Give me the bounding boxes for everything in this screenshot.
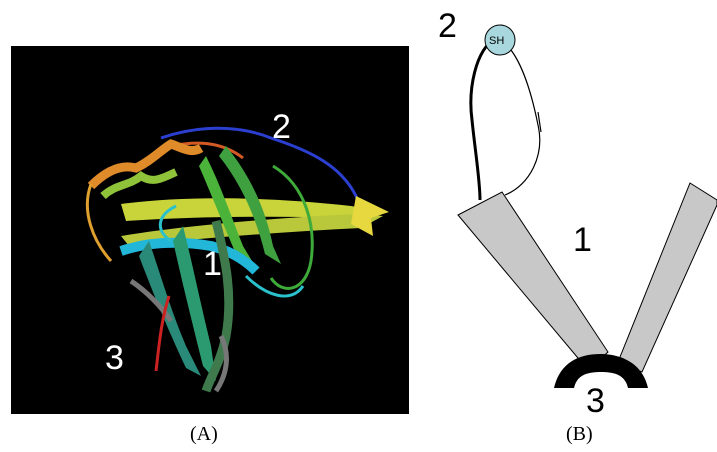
schematic-panel: SH 2 1 3	[420, 0, 717, 420]
sh-circle	[484, 24, 516, 56]
green-strand-2	[219, 146, 281, 264]
grey-segment	[129, 278, 229, 393]
sh-label: SH	[489, 35, 504, 47]
tether-thin	[497, 37, 541, 196]
label-3: 3	[586, 382, 605, 420]
cyan-strand	[119, 237, 260, 275]
cyan-loop	[158, 204, 305, 298]
upper-helix	[87, 139, 204, 190]
teal-strand-1	[139, 241, 201, 376]
green-strand-1	[199, 156, 255, 266]
label-1: 1	[573, 221, 592, 259]
yellow-arrow	[351, 196, 389, 236]
left-arm	[457, 191, 609, 371]
caption-a: (A)	[190, 423, 218, 445]
tether-spike	[537, 111, 542, 133]
dark-green-strand	[201, 219, 234, 393]
protein-ribbon-svg: 2 1 3	[86, 108, 389, 393]
caption-b: (B)	[566, 423, 593, 445]
schematic-svg: SH 2 1 3	[438, 7, 717, 420]
label-3: 3	[105, 339, 124, 377]
right-arm	[617, 182, 717, 373]
red-tail	[154, 295, 171, 372]
orange-tail	[86, 183, 113, 263]
hinge	[554, 354, 648, 388]
tether-thick	[469, 36, 497, 201]
label-2: 2	[272, 108, 291, 146]
label-2: 2	[438, 7, 457, 45]
green-loop	[269, 164, 314, 290]
protein-ribbon-panel: 2 1 3	[11, 46, 409, 414]
label-1: 1	[203, 245, 222, 283]
teal-strand-2	[173, 226, 216, 381]
left-helix	[100, 168, 178, 200]
yellow-sheet-2	[121, 214, 383, 246]
